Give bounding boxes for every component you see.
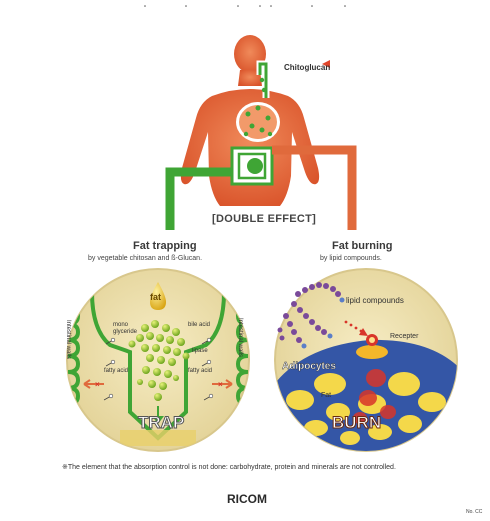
trap-connector bbox=[165, 167, 232, 230]
fat-label: fat bbox=[150, 292, 161, 302]
burn-circle bbox=[274, 268, 458, 452]
svg-text:×: × bbox=[95, 380, 100, 389]
fat-cell-label: Fat bbox=[321, 392, 332, 399]
mono-glyceride-label: mono glyceride bbox=[113, 322, 138, 335]
lipase-label: lipase bbox=[192, 348, 208, 354]
svg-text:×: × bbox=[218, 380, 223, 389]
burn-word: BURN bbox=[331, 413, 382, 433]
chitoglucan-label: Chitoglucan bbox=[284, 63, 331, 72]
chitoglucan-arrow-icon bbox=[322, 60, 330, 68]
fat-burning-subheading: by lipid compounds. bbox=[320, 255, 382, 262]
burn-connector bbox=[284, 145, 357, 230]
fat-burning-heading: Fat burning bbox=[332, 240, 393, 252]
brand-name: RICOM bbox=[227, 492, 267, 506]
footnote: ※The element that the absorption control… bbox=[62, 464, 396, 471]
digestive-tract bbox=[230, 60, 280, 186]
header-dots bbox=[144, 5, 346, 7]
intestinal-walls-left-label: Intestinal walls bbox=[65, 320, 71, 360]
receptor-shape bbox=[356, 345, 388, 359]
lipid-compounds-label: lipid compounds bbox=[346, 296, 404, 305]
intestinal-walls-right-label: Intestinal walls bbox=[237, 318, 243, 358]
fat-drop-icon bbox=[150, 282, 166, 310]
receptor-label: Recepter bbox=[390, 333, 419, 340]
fat-trapping-heading: Fat trapping bbox=[133, 240, 197, 252]
fat-trapping-subheading: by vegetable chitosan and ß-Glucan. bbox=[88, 255, 203, 262]
trap-word: TRAP bbox=[137, 413, 185, 433]
lipid-compound-chains bbox=[277, 282, 345, 349]
fatty-acid-right-label: fatty acid bbox=[188, 368, 213, 374]
bile-acid-label: bile acid bbox=[188, 322, 211, 328]
corner-code: No. CC bbox=[466, 509, 483, 515]
double-effect-label: [DOUBLE EFFECT] bbox=[212, 213, 317, 225]
fatty-acid-left-label: fatty acid bbox=[104, 368, 129, 374]
burn-arrow-icon bbox=[344, 320, 368, 336]
adipocytes-label: Adipocytes bbox=[282, 361, 336, 372]
trap-circle: × × bbox=[66, 268, 250, 452]
trapped-particles bbox=[128, 320, 190, 401]
